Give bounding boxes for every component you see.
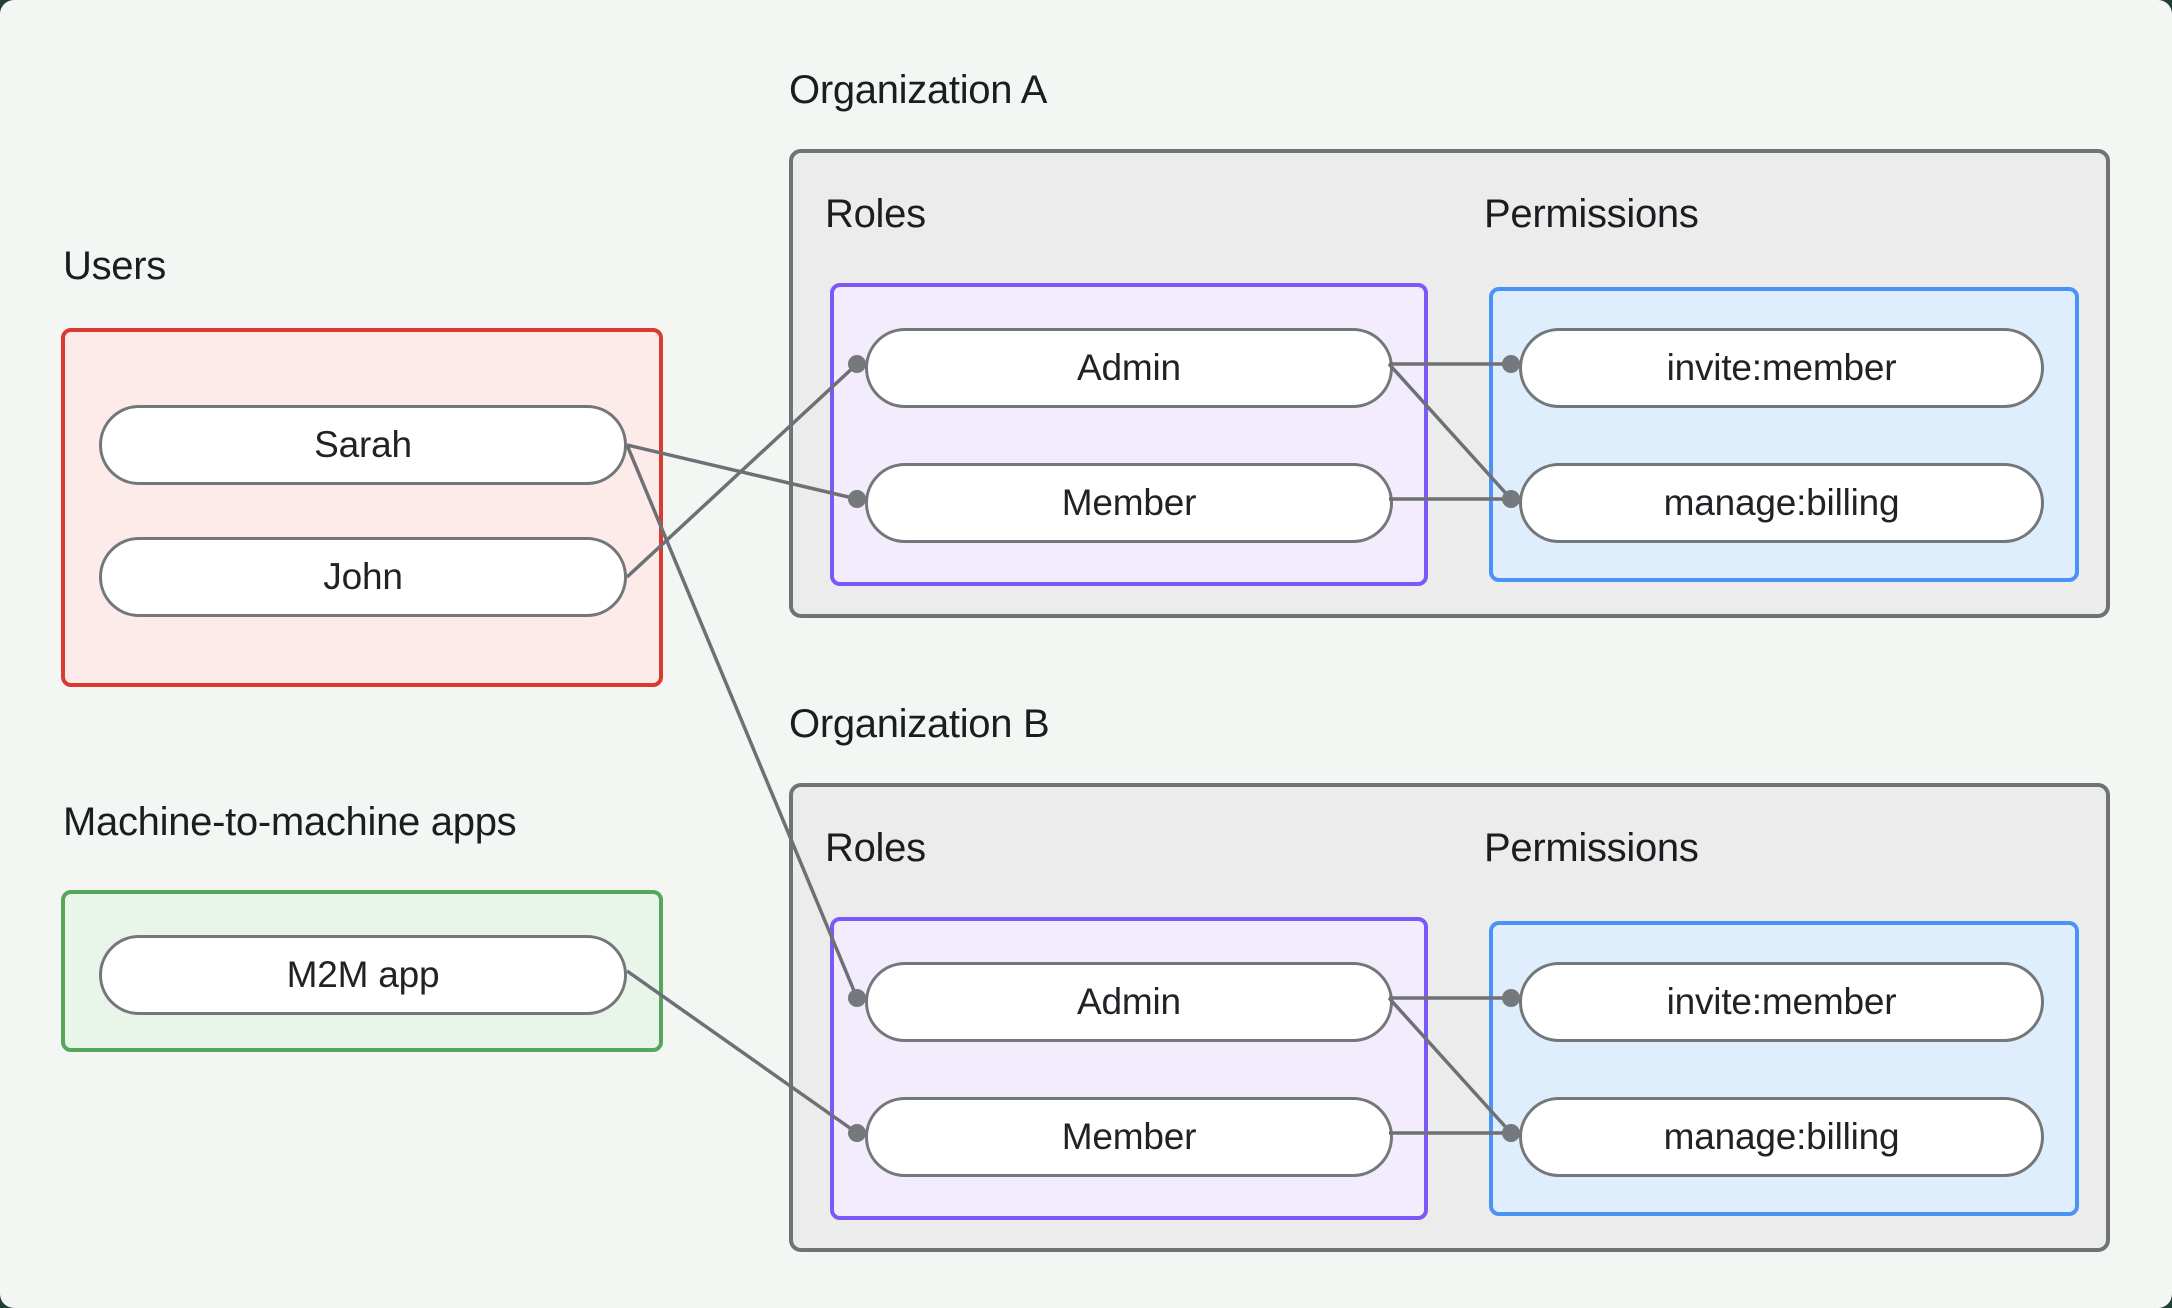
permission-node-org-b-invite-member: invite:member (1519, 962, 2044, 1042)
user-node-sarah: Sarah (99, 405, 627, 485)
org-b-box: Roles Permissions Admin Member invite:me… (789, 783, 2110, 1252)
org-b-title: Organization B (789, 702, 1050, 746)
permission-node-org-a-manage-billing: manage:billing (1519, 463, 2044, 543)
org-a-roles-box: Admin Member (830, 283, 1428, 586)
org-b-permissions-label: Permissions (1484, 826, 1699, 870)
m2m-group-label: Machine-to-machine apps (63, 800, 517, 844)
m2m-node: M2M app (99, 935, 627, 1015)
permission-node-org-b-manage-billing: manage:billing (1519, 1097, 2044, 1177)
role-node-org-b-admin: Admin (865, 962, 1393, 1042)
role-node-org-a-member: Member (865, 463, 1393, 543)
org-a-title: Organization A (789, 68, 1048, 112)
role-node-org-a-admin: Admin (865, 328, 1393, 408)
m2m-group-box: M2M app (61, 890, 663, 1052)
org-a-permissions-box: invite:member manage:billing (1489, 287, 2079, 582)
org-a-box: Roles Permissions Admin Member invite:me… (789, 149, 2110, 618)
users-group-box: Sarah John (61, 328, 663, 687)
user-node-john: John (99, 537, 627, 617)
org-b-roles-box: Admin Member (830, 917, 1428, 1220)
permission-node-org-a-invite-member: invite:member (1519, 328, 2044, 408)
users-group-label: Users (63, 244, 166, 288)
org-a-permissions-label: Permissions (1484, 192, 1699, 236)
org-a-roles-label: Roles (825, 192, 926, 236)
org-b-roles-label: Roles (825, 826, 926, 870)
role-node-org-b-member: Member (865, 1097, 1393, 1177)
org-b-permissions-box: invite:member manage:billing (1489, 921, 2079, 1216)
